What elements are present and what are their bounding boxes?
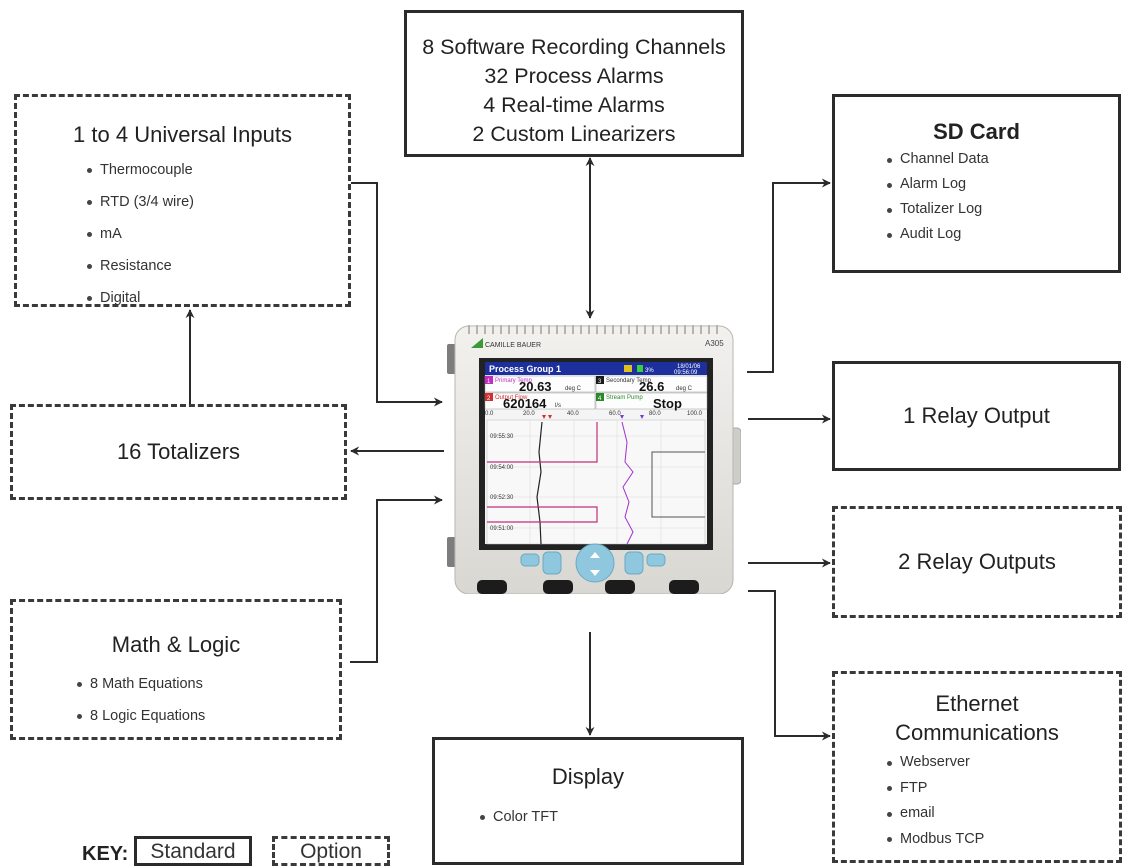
list-item: Channel Data (887, 147, 989, 172)
channel-name: Output Flow (495, 395, 528, 401)
list-item: 8 Math Equations (77, 668, 205, 700)
arrow-device-sdcard (747, 178, 831, 373)
key-option: Option (272, 836, 390, 866)
arrow-math-device (350, 495, 443, 663)
channel-value: Stop (653, 396, 682, 411)
svg-text:09:55:30: 09:55:30 (490, 434, 514, 440)
svg-text:0.0: 0.0 (485, 411, 494, 417)
channel-unit: deg C (565, 386, 582, 392)
list-item: Totalizer Log (887, 197, 989, 222)
svg-text:40.0: 40.0 (567, 411, 579, 417)
svg-text:20.0: 20.0 (523, 411, 535, 417)
svg-text:09:51:00: 09:51:00 (490, 526, 514, 532)
chart-time-labels: 09:55:30 09:54:00 09:52:30 09:51:00 (490, 434, 514, 532)
channel-num: 4 (598, 396, 602, 402)
totalizers-title: 16 Totalizers (116, 439, 241, 464)
svg-text:09:52:30: 09:52:30 (490, 495, 514, 501)
channel-num: 3 (598, 379, 602, 385)
list-item: mA (87, 218, 194, 250)
up-arrow-icon (590, 552, 600, 558)
list-item: Alarm Log (887, 172, 989, 197)
keypad (520, 543, 666, 583)
channel-unit: l/s (555, 403, 561, 409)
recorder-device: CAMILLE BAUER A305 Process Group 1 3% 18… (447, 322, 742, 595)
sdcard-title: SD Card (933, 119, 1020, 144)
channel-name: Stream Pump (606, 395, 643, 401)
ethernet-list: Webserver FTP email Modbus TCP (887, 750, 984, 852)
math-list: 8 Math Equations 8 Logic Equations (77, 668, 205, 732)
sdcard-box: SD Card Channel Data Alarm Log Totalizer… (832, 94, 1121, 273)
relay1-title: 1 Relay Output (903, 403, 1050, 428)
arrow-inputs-device (350, 182, 443, 407)
screen-time: 09:56:09 (674, 370, 698, 376)
list-item: RTD (3/4 wire) (87, 186, 194, 218)
list-item: Resistance (87, 250, 194, 282)
list-item: email (887, 801, 984, 827)
list-item: Thermocouple (87, 154, 194, 186)
list-item: 8 Logic Equations (77, 700, 205, 732)
list-item: Color TFT (480, 804, 558, 830)
ethernet-title-line2: Communications (895, 720, 1059, 745)
channel-value: 620164 (503, 396, 547, 411)
device-model: A305 (705, 339, 724, 348)
scale-labels: 0.0 20.0 40.0 60.0 80.0 100.0 (485, 411, 703, 417)
ethernet-box: Ethernet Communications Webserver FTP em… (832, 671, 1122, 863)
channel-unit: deg C (676, 386, 693, 392)
totalizers-box: 16 Totalizers (10, 404, 347, 500)
channel-num: 1 (487, 379, 491, 385)
list-item: Webserver (887, 750, 984, 776)
bell-icon (624, 365, 632, 372)
processing-line: 8 Software Recording Channels (422, 35, 726, 59)
ethernet-title-line1: Ethernet (935, 691, 1019, 716)
processing-line: 4 Real-time Alarms (483, 93, 665, 117)
inputs-title: 1 to 4 Universal Inputs (73, 122, 292, 147)
channel-num: 2 (487, 396, 491, 402)
battery-icon (637, 365, 643, 372)
svg-text:80.0: 80.0 (649, 411, 661, 417)
battery-level: 3% (645, 368, 654, 374)
down-arrow-icon (590, 570, 600, 576)
channel-name: Primary Temp (495, 378, 533, 384)
svg-text:60.0: 60.0 (609, 411, 621, 417)
math-title: Math & Logic (111, 632, 241, 657)
relay2-box: 2 Relay Outputs (832, 506, 1122, 618)
list-item: Digital (87, 282, 194, 314)
screen-title: Process Group 1 (489, 364, 561, 374)
math-box: Math & Logic 8 Math Equations 8 Logic Eq… (10, 599, 342, 740)
key-label: KEY: (82, 843, 129, 865)
inputs-box: 1 to 4 Universal Inputs Thermocouple RTD… (14, 94, 351, 307)
key-standard: Standard (134, 836, 252, 866)
display-box: Display Color TFT (432, 737, 744, 865)
device-brand: CAMILLE BAUER (485, 342, 541, 349)
brand-logo-icon (471, 338, 483, 348)
screen-date: 18/01/06 (677, 364, 701, 370)
channel-value: 26.6 (639, 379, 664, 394)
relay2-title: 2 Relay Outputs (898, 549, 1056, 574)
relay1-box: 1 Relay Output (832, 361, 1121, 471)
processing-line: 32 Process Alarms (484, 64, 664, 88)
list-item: FTP (887, 776, 984, 802)
list-item: Audit Log (887, 222, 989, 247)
channel-name: Secondary Temp (606, 378, 652, 384)
processing-line: 2 Custom Linearizers (472, 122, 676, 146)
svg-text:100.0: 100.0 (687, 411, 703, 417)
display-list: Color TFT (480, 804, 558, 830)
sdcard-list: Channel Data Alarm Log Totalizer Log Aud… (887, 147, 989, 247)
svg-text:09:54:00: 09:54:00 (490, 465, 514, 471)
list-item: Modbus TCP (887, 827, 984, 853)
channel-panels: 1 3 2 4 Primary Temp Secondary Temp Outp… (484, 375, 708, 411)
arrow-device-ethernet (748, 590, 831, 741)
channel-value: 20.63 (519, 379, 552, 394)
processing-box: 8 Software Recording Channels 32 Process… (404, 10, 744, 157)
inputs-list: Thermocouple RTD (3/4 wire) mA Resistanc… (87, 154, 194, 314)
display-title: Display (551, 764, 625, 789)
